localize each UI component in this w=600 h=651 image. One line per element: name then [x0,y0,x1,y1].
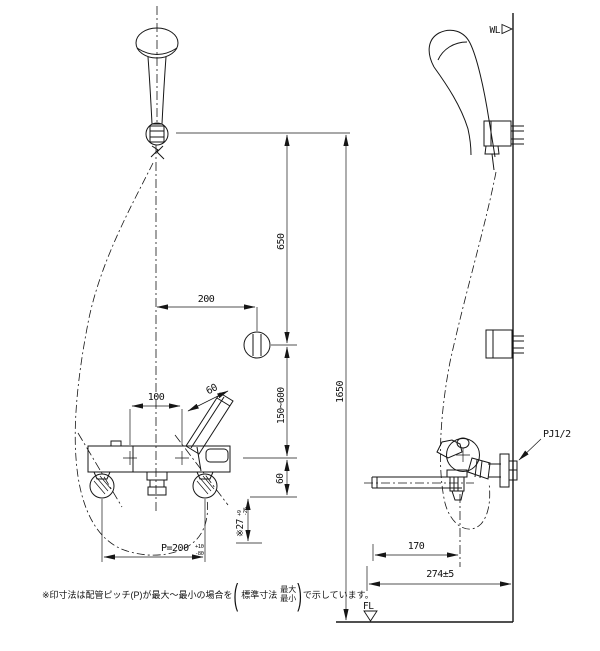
footnote: ※印寸法は配管ピッチ(P)が最大～最小の場合を ( 標準寸法 最大 最小 ) で… [42,575,374,613]
dim-pitch-tol-lower: -80 [195,551,204,557]
side-view: WL [336,13,572,623]
footnote-max-min-stack: 最大 最小 [280,585,296,603]
dimension-star27: ※27 +9 -26 [235,498,251,542]
floor-level-marker: FL [336,601,513,623]
front-centerlines [77,6,229,512]
side-centerlines [364,482,474,567]
dim-200-label: 200 [198,294,215,305]
footnote-prefix: ※印寸法は配管ピッチ(P)が最大～最小の場合を [42,589,233,600]
dimension-pitch: P=200 +10 -80 [101,499,206,562]
floor-marker-triangle-icon [363,610,378,622]
dimension-lever-60: 60 [187,382,229,412]
front-extension-lines [236,457,297,544]
wall-bracket-symbol [243,331,297,359]
hose-silhouette-side [440,171,497,530]
faucet-body-side [371,437,518,501]
dim-60-drop-label: 60 [275,473,286,484]
wall-level-marker: WL [490,23,514,36]
footnote-suffix: で示しています。 [302,589,374,600]
dim-150-600-label: 150~600 [276,387,287,424]
footnote-max: 最大 [280,584,297,594]
dim-star27-tol-upper: +9 [237,510,243,516]
floor-line-label: FL [363,601,374,612]
dimension-170: 170 [372,541,459,561]
dimension-1650: 1650 [335,134,349,621]
pipe-joint-label: PJ1/2 [543,429,571,440]
dimension-60-drop: 60 [275,459,290,496]
holder-bracket-side [485,329,524,359]
footnote-paren-close: ) [297,576,302,612]
dim-274-label: 274±5 [426,569,454,580]
hose-silhouette-front [74,162,208,556]
dim-star27-tol-lower: -26 [243,507,249,516]
faucet-body-front [87,392,234,499]
dimension-150-600: 150~600 [276,346,290,457]
hand-shower-side [428,29,524,171]
dimension-100: 100 [129,392,183,445]
wall-marker-triangle-icon [501,23,514,35]
dim-650-label: 650 [276,233,287,250]
dim-lever-60-label: 60 [204,382,219,397]
footnote-min: 最小 [280,594,297,603]
footnote-standard-label: 標準寸法 [241,589,278,600]
dim-star27-base: ※27 [235,519,246,537]
dim-1650-label: 1650 [335,380,346,403]
dimension-274: 274±5 [366,566,512,591]
dim-pitch-tol-upper: +10 [195,544,204,550]
wall-line-label: WL [490,25,501,36]
dim-pitch-base: P=200 [161,543,189,554]
dimension-200: 200 [156,294,258,331]
footnote-paren-open: ( [233,576,239,612]
dimension-650: 650 [276,134,290,344]
front-view: 200 650 150~600 1650 100 [74,6,350,621]
dim-170-label: 170 [408,541,425,552]
pipe-joint-callout: PJ1/2 [518,429,572,461]
dim-100-label: 100 [148,392,165,403]
